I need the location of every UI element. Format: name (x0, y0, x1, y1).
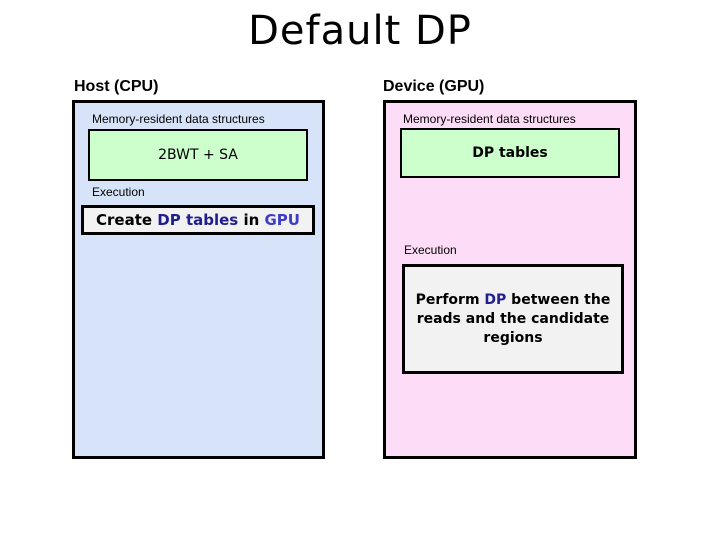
host-memory-box-2bwt-sa: 2BWT + SA (88, 129, 308, 181)
device-gpu-panel: Memory-resident data structures DP table… (383, 100, 637, 459)
device-execution-label: Execution (404, 243, 457, 257)
device-memory-box-dp-tables: DP tables (400, 128, 620, 178)
host-cpu-header: Host (CPU) (74, 78, 159, 95)
host-execution-box-create-dp-tables: Create DP tables in GPU (81, 205, 315, 235)
host-execution-label: Execution (92, 185, 145, 199)
device-memory-resident-label: Memory-resident data structures (403, 112, 576, 126)
slide-title: Default DP (248, 8, 472, 54)
device-gpu-header: Device (GPU) (383, 78, 485, 95)
device-execution-box-perform-dp: Perform DP between the reads and the can… (402, 264, 624, 374)
host-cpu-panel: Memory-resident data structures 2BWT + S… (72, 100, 325, 459)
host-memory-resident-label: Memory-resident data structures (92, 112, 265, 126)
